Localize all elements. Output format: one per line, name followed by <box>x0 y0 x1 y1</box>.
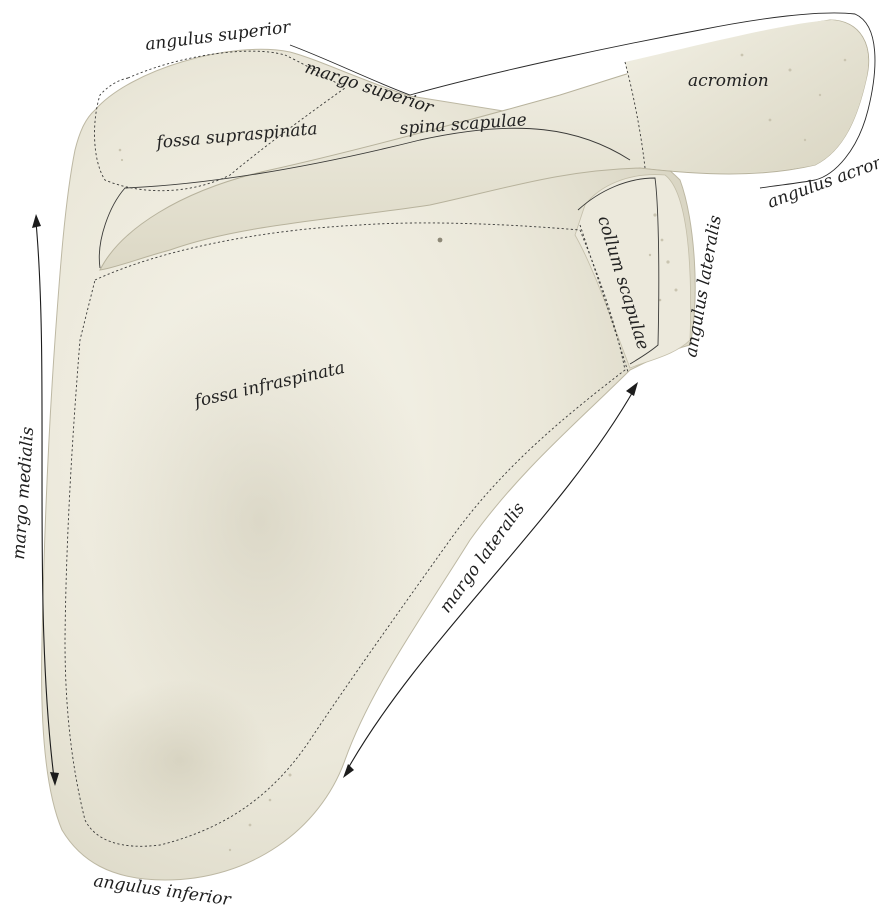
label-margo-medialis: margo medialis <box>9 426 38 560</box>
acromion-shape <box>625 20 868 173</box>
inferior-shading <box>90 680 270 840</box>
label-acromion: acromion <box>688 71 769 91</box>
